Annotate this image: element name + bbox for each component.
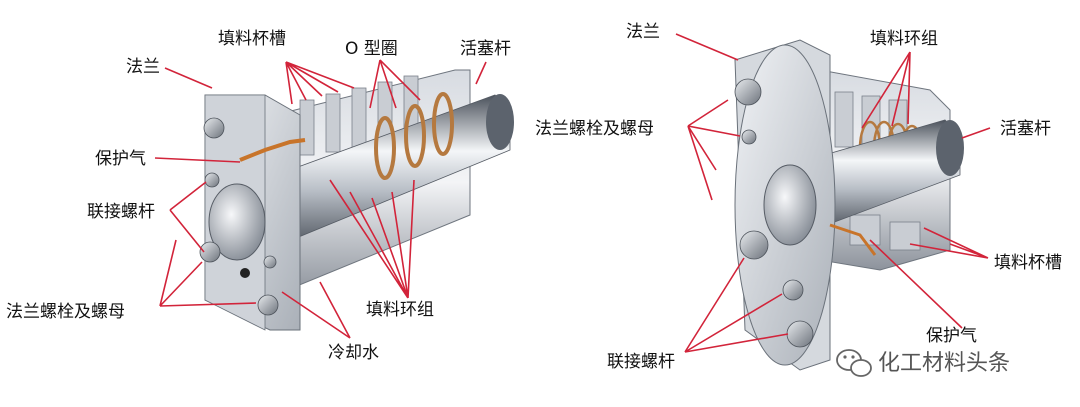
right-label-packing-ring-group: 填料环组 — [870, 29, 938, 49]
right-label-flange-bolt-nut: 法兰螺栓及螺母 — [535, 119, 654, 139]
watermark: 化工材料头条 — [836, 349, 1010, 377]
left-label-o-ring: O 型圈 — [345, 39, 398, 59]
left-label-piston-rod: 活塞杆 — [460, 39, 511, 59]
left-label-packing-ring-group: 填料环组 — [366, 300, 434, 320]
left-o-rings — [374, 92, 454, 180]
left-cooling-port — [240, 268, 250, 278]
right-label-connecting-bolt: 联接螺杆 — [607, 352, 675, 372]
right-shield-gas-tube — [829, 223, 877, 256]
left-label-cooling-water: 冷却水 — [328, 343, 379, 363]
left-label-shield-gas: 保护气 — [95, 149, 146, 169]
left-label-connecting-bolt: 联接螺杆 — [87, 202, 155, 222]
right-labels: 法兰 填料环组 法兰螺栓及螺母 活塞杆 填料杯槽 保护气 联接螺杆 — [535, 22, 1062, 372]
left-seal-assembly — [199, 69, 514, 331]
right-rod-end-face — [763, 164, 817, 246]
right-label-packing-groove: 填料杯槽 — [994, 253, 1062, 273]
right-rod-tip — [936, 120, 964, 176]
left-bolts — [199, 117, 279, 316]
left-rod-tip — [486, 94, 514, 150]
left-rod-end-face — [208, 183, 266, 261]
right-label-piston-rod: 活塞杆 — [1000, 119, 1051, 139]
right-leader-lines — [675, 33, 991, 353]
left-leader-lines — [154, 59, 487, 339]
left-shield-gas-tube — [239, 138, 306, 162]
wechat-icon — [836, 349, 872, 377]
right-label-flange: 法兰 — [626, 22, 660, 42]
left-label-packing-groove: 填料杯槽 — [218, 29, 286, 49]
left-labels: 填料杯槽 O 型圈 活塞杆 法兰 保护气 联接螺杆 法兰螺栓及螺母 填料环组 冷… — [6, 29, 511, 363]
left-label-flange-bolt-nut: 法兰螺栓及螺母 — [6, 302, 125, 322]
watermark-text: 化工材料头条 — [878, 351, 1010, 376]
right-label-shield-gas: 保护气 — [926, 326, 977, 346]
right-seal-assembly — [734, 39, 964, 371]
left-label-flange: 法兰 — [126, 57, 160, 77]
